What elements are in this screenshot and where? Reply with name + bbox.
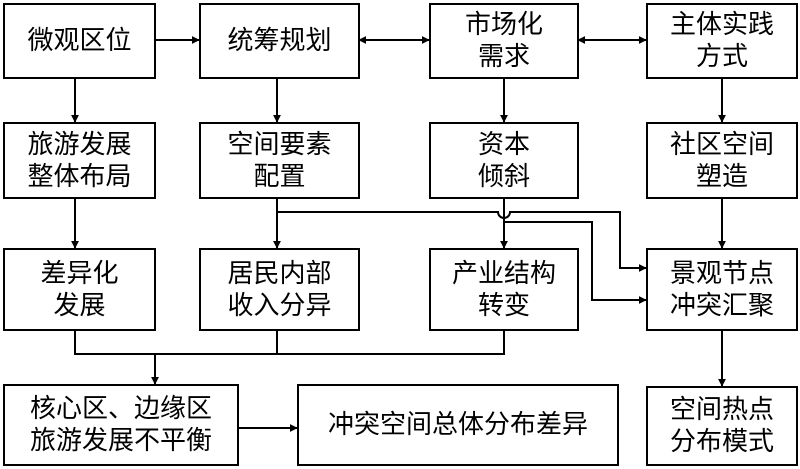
- arrow-capital-to-landscape: [504, 221, 647, 304]
- node-capital-tilt: 资本 倾斜: [429, 122, 579, 199]
- node-conflict-distribution: 冲突空间总体分布差异: [297, 384, 619, 466]
- node-overall-planning: 统筹规划: [199, 3, 360, 79]
- node-landscape-conflict: 景观节点 冲突汇聚: [646, 248, 798, 331]
- node-space-element: 空间要素 配置: [199, 122, 360, 199]
- node-resident-income: 居民内部 收入分异: [199, 248, 360, 331]
- node-core-edge: 核心区、边缘区 旅游发展不平衡: [3, 384, 239, 466]
- node-micro-location: 微观区位: [3, 3, 156, 79]
- node-market-demand: 市场化 需求: [429, 3, 579, 79]
- node-hotspot-pattern: 空间热点 分布模式: [646, 386, 798, 466]
- node-industry-change: 产业结构 转变: [429, 248, 579, 331]
- node-diff-development: 差异化 发展: [3, 248, 156, 331]
- node-community-shaping: 社区空间 塑造: [646, 122, 798, 199]
- node-subject-practice: 主体实践 方式: [646, 3, 798, 79]
- node-tourism-layout: 旅游发展 整体布局: [3, 122, 156, 199]
- arrow-element-to-landscape: [277, 211, 647, 272]
- merge-line-row3: [74, 330, 505, 355]
